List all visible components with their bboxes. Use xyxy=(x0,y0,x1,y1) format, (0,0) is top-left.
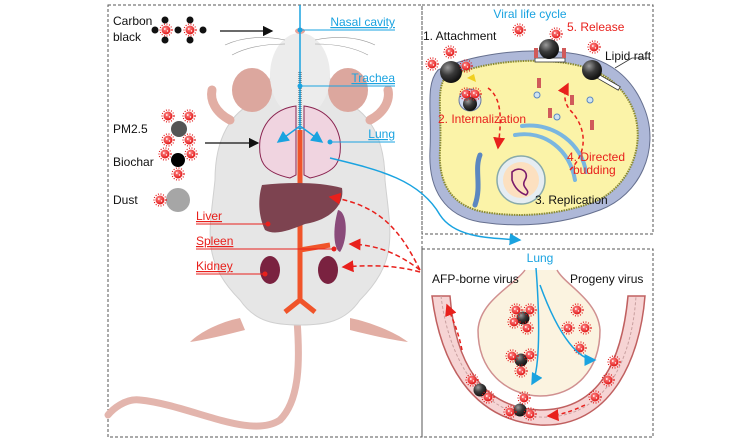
step-internalization: 2. Internalization xyxy=(438,112,526,126)
lung-panel-frame xyxy=(421,248,654,438)
step-release: 5. Release xyxy=(567,20,625,34)
kidney-right xyxy=(318,256,338,284)
viral-cycle-panel-frame xyxy=(421,4,654,235)
lung-to-panel-arrow xyxy=(329,157,522,246)
label-progeny-virus: Progeny virus xyxy=(570,272,643,286)
viral-life-cycle-title: Viral life cycle xyxy=(493,7,566,21)
step-directed: 4. Directed xyxy=(567,150,625,164)
label-dust: Dust xyxy=(113,193,138,207)
step-budding: budding xyxy=(573,163,616,177)
label-black: black xyxy=(113,30,142,44)
label-carbon: Carbon xyxy=(113,14,152,28)
carbon-black-cluster-icon xyxy=(151,16,207,44)
label-kidney: Kidney xyxy=(196,259,233,273)
lung-panel-title: Lung xyxy=(527,251,554,265)
step-replication: 3. Replication xyxy=(535,193,608,207)
left-panel-frame xyxy=(107,4,423,438)
bloodstream-arrows xyxy=(445,303,586,422)
label-biochar: Biochar xyxy=(113,155,154,169)
label-pm25: PM2.5 xyxy=(113,122,148,136)
biochar-particle-icon xyxy=(158,147,198,181)
step-attachment: 1. Attachment xyxy=(423,29,497,43)
mouse-ear-right xyxy=(328,68,368,112)
spleen xyxy=(334,210,346,252)
mouse-hind-leg-left xyxy=(190,318,245,342)
systemic-spread-arrows xyxy=(328,192,421,273)
label-spleen: Spleen xyxy=(196,234,233,248)
mouse-ear-left xyxy=(232,68,272,112)
label-lipid-raft: Lipid raft xyxy=(605,49,652,63)
mouse-hind-leg-right xyxy=(350,318,408,342)
liver xyxy=(259,183,343,233)
label-liver: Liver xyxy=(196,209,222,223)
label-trachea: Trachea xyxy=(351,71,395,85)
pm25-particle-icon xyxy=(161,109,196,147)
airflow-arrows xyxy=(531,267,597,386)
mouse-tail xyxy=(104,316,302,430)
kidney-left xyxy=(260,256,280,284)
dust-particle-icon xyxy=(153,188,190,212)
lipid-raft-leader xyxy=(614,57,650,69)
viral-cycle-arrows xyxy=(487,82,584,171)
label-afp-borne-virus: AFP-borne virus xyxy=(432,272,519,286)
host-cell xyxy=(425,23,651,226)
label-nasal-cavity: Nasal cavity xyxy=(330,15,395,29)
mouse-illustration xyxy=(104,28,408,430)
label-lung: Lung xyxy=(368,127,395,141)
